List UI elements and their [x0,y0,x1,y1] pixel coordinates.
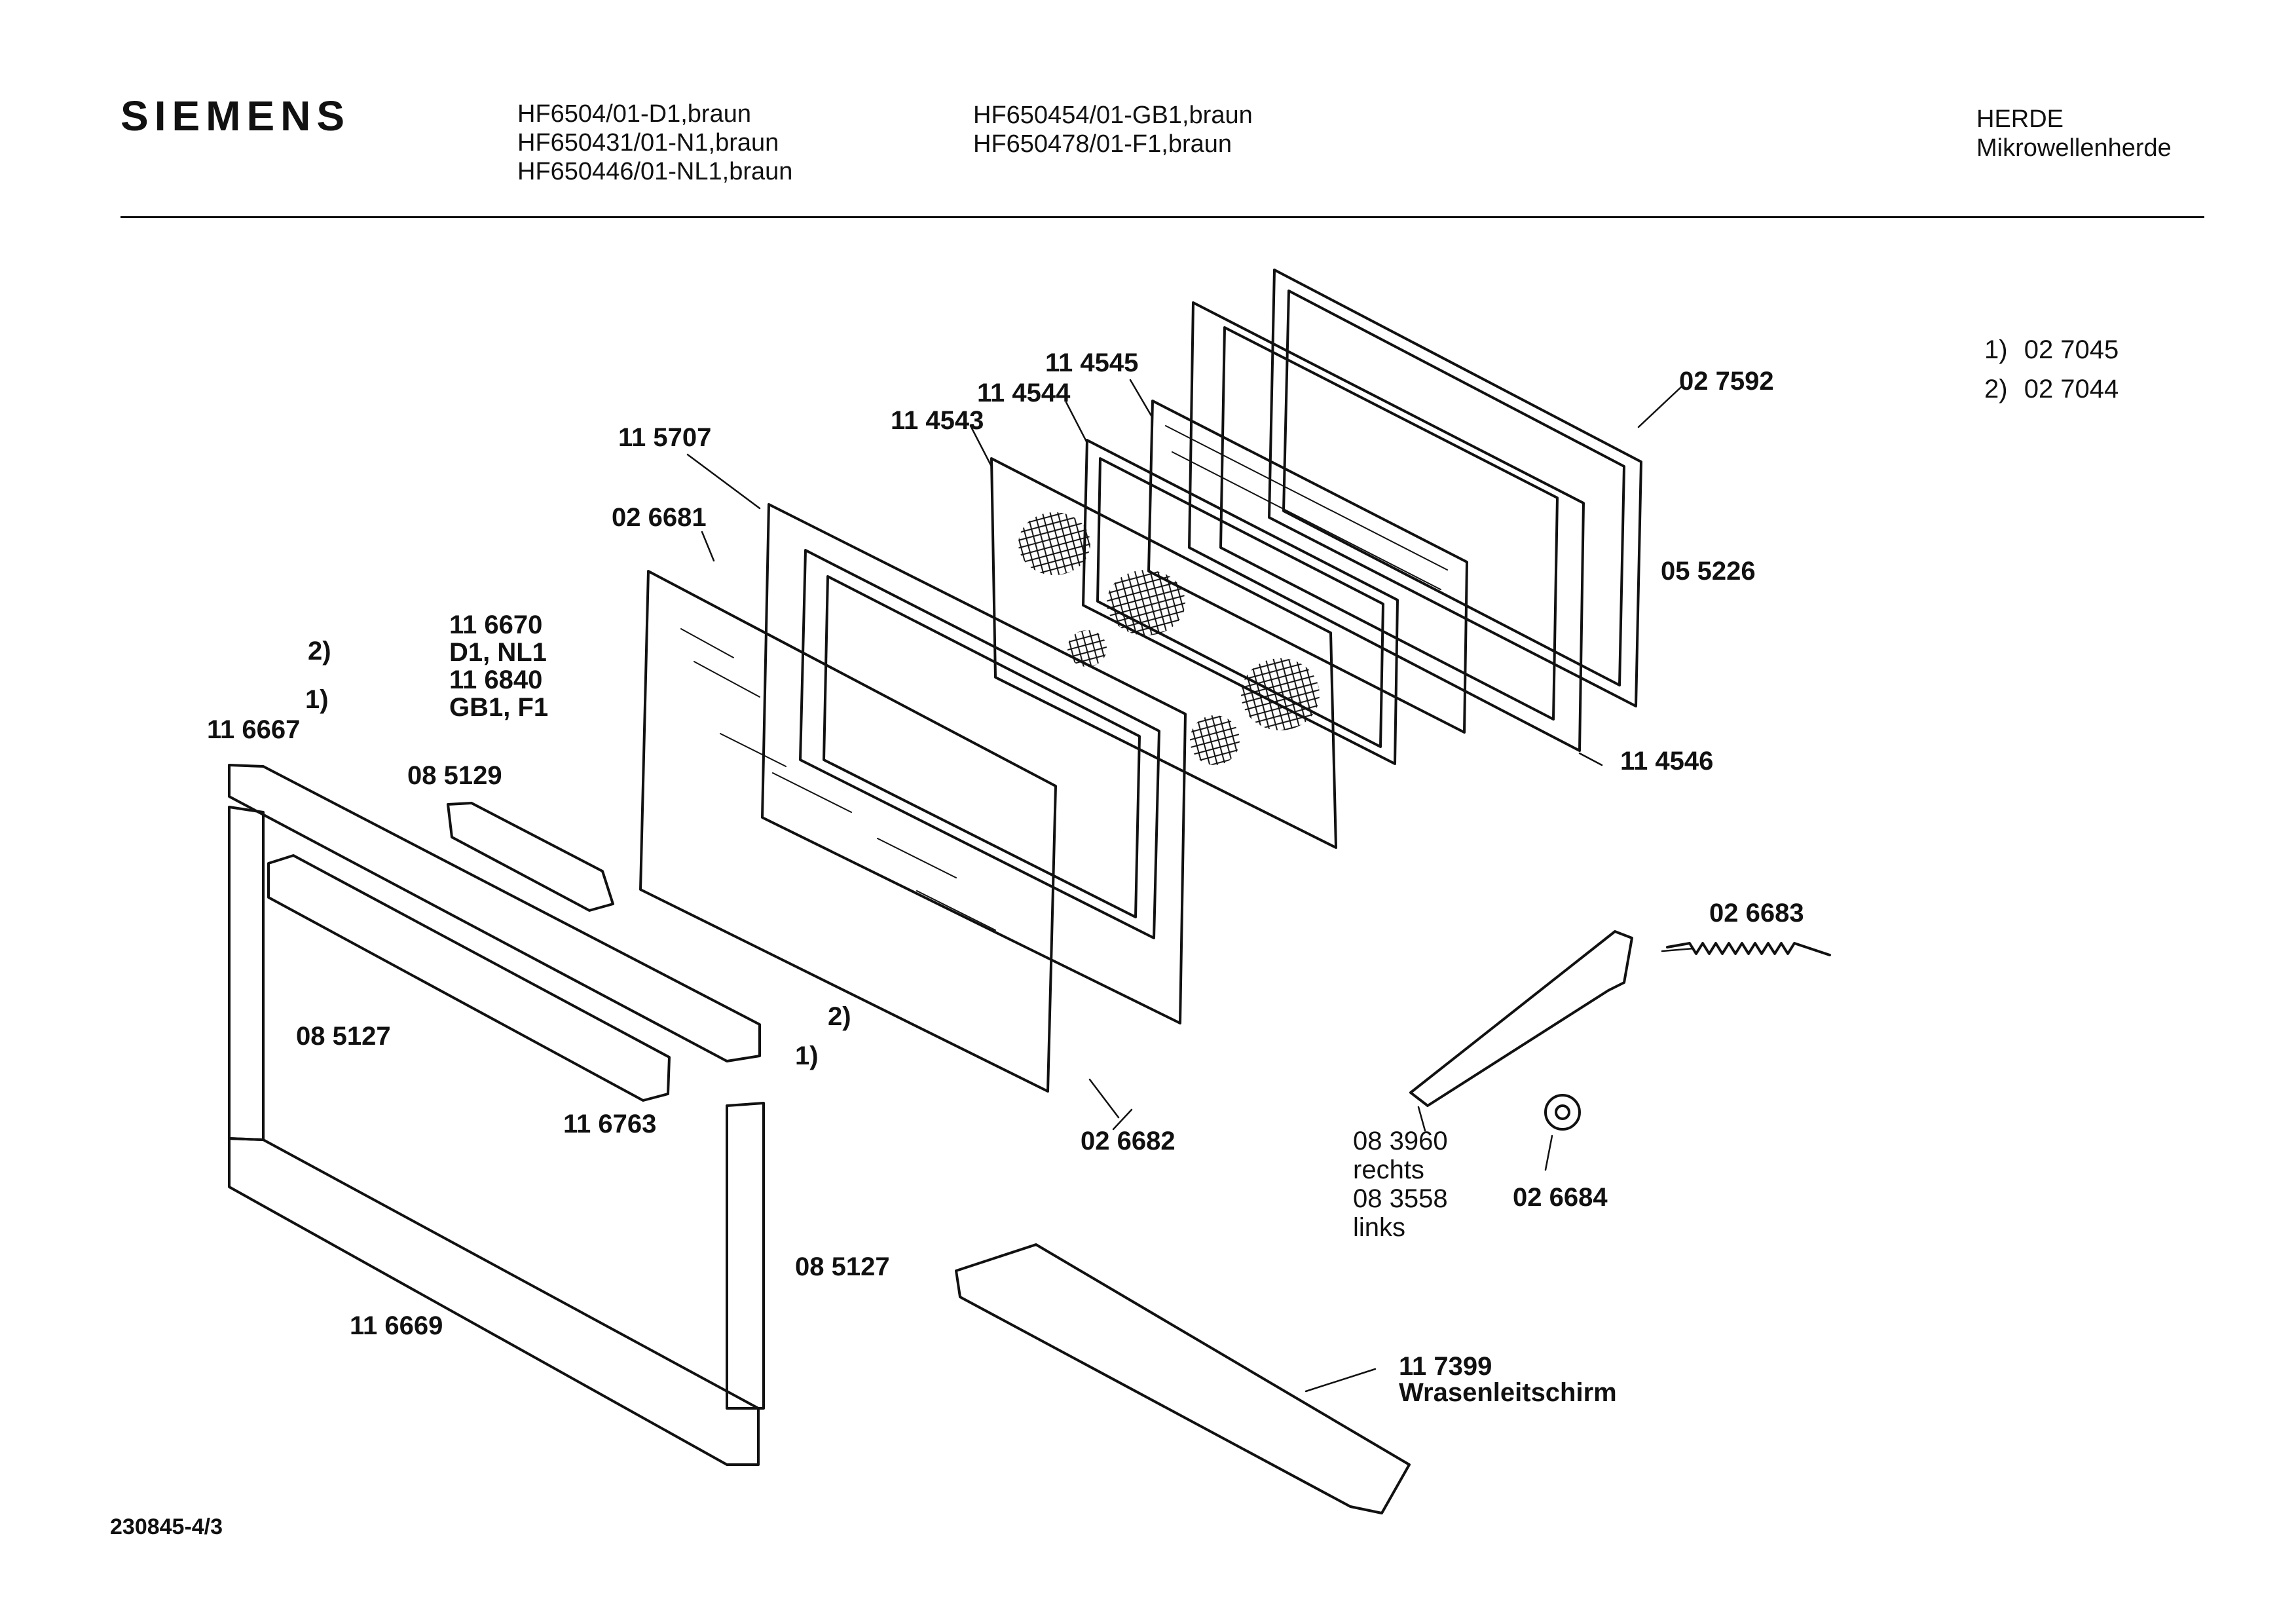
part-label: 11 6840 [449,666,543,694]
variant-label: rechts [1353,1155,1424,1184]
model-item: HF650478/01-F1,braun [973,130,1232,158]
part-label: 11 6763 [563,1110,657,1138]
drawing-number: 230845-4/3 [110,1514,223,1539]
part-label: 02 7592 [1679,367,1774,396]
footnote-mark: 1) [305,685,329,714]
footnote-mark: 2) [828,1002,851,1031]
legend-part: 02 7044 [2024,375,2119,404]
glass-panel-rear [1149,401,1467,732]
part-label: 08 5127 [296,1022,391,1051]
model-item: HF6504/01-D1,braun [517,100,751,128]
variant-label: GB1, F1 [449,693,549,722]
part-label: 08 5129 [407,761,502,790]
part-label: 11 6667 [207,715,301,744]
model-list-1: HF6504/01-D1,braun HF650431/01-N1,braun … [517,100,792,186]
part-label: 02 6681 [612,503,707,532]
part-label: 08 3558 [1353,1184,1448,1213]
mesh-screen [991,459,1336,848]
category-block: HERDE Mikrowellenherde [1976,105,2172,162]
part-label: 02 6684 [1513,1183,1608,1212]
header-rule [120,216,2204,218]
seal-frame [1189,303,1583,751]
legend-mark: 1) [1984,335,2008,364]
legend-part: 02 7045 [2024,335,2119,364]
rear-frame [1269,270,1641,706]
front-frame [229,765,764,1465]
steam-deflector [956,1245,1409,1513]
part-label: 11 4544 [977,379,1071,407]
model-item: HF650446/01-NL1,braun [517,158,793,185]
part-label: 11 7399 [1399,1352,1492,1381]
category-subtitle: Mikrowellenherde [1976,134,2172,162]
door-handle [448,803,613,910]
part-name: Wrasenleitschirm [1399,1378,1617,1407]
variant-label: D1, NL1 [449,638,547,667]
inner-door-frame [762,504,1185,1023]
part-label: 08 5127 [795,1252,890,1281]
category-title: HERDE [1976,105,2064,133]
part-label: 11 6669 [350,1311,443,1340]
front-glass [640,571,1056,1091]
footnote-mark: 2) [308,637,331,666]
part-label: 05 5226 [1661,557,1756,586]
brand-logo: SIEMENS [120,92,351,140]
leader-lines [688,380,1694,1391]
part-label: 02 6682 [1081,1127,1176,1155]
part-label: 08 3960 [1353,1127,1448,1155]
roller [1546,1095,1580,1129]
variant-label: links [1353,1213,1406,1242]
legend-mark: 2) [1984,375,2008,404]
part-label: 11 4545 [1045,348,1139,377]
part-label: 11 5707 [618,423,712,452]
legend-item-2: 2) 02 7044 [1984,375,2119,404]
part-label: 11 6670 [449,610,543,639]
door-spring [1667,943,1830,955]
model-list-2: HF650454/01-GB1,braun HF650478/01-F1,bra… [973,101,1253,159]
part-label: 11 4546 [1620,747,1714,776]
part-label: 02 6683 [1709,899,1804,928]
door-hook [1411,931,1632,1106]
legend-item-1: 1) 02 7045 [1984,335,2119,364]
model-item: HF650431/01-N1,braun [517,129,779,157]
model-item: HF650454/01-GB1,braun [973,102,1253,129]
part-label: 11 4543 [891,406,984,435]
footnote-mark: 1) [795,1042,819,1070]
